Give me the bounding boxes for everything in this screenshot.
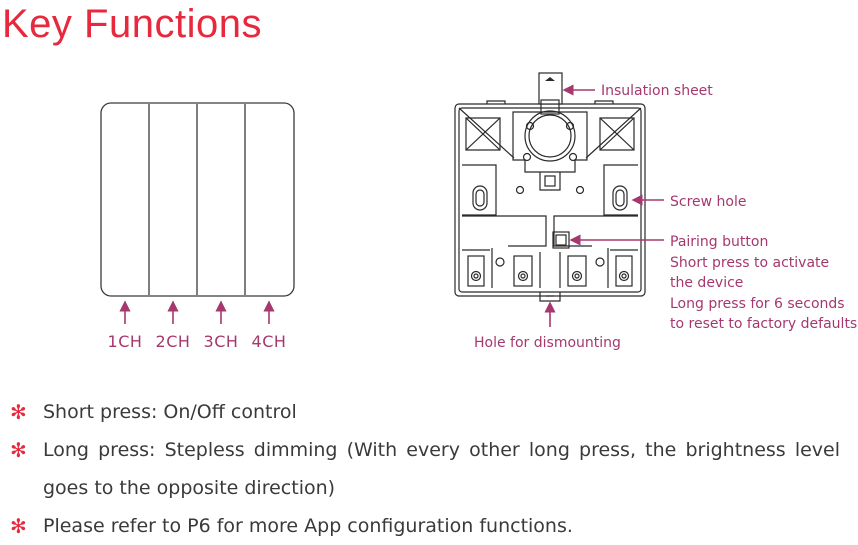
note-short-press: ✻ Short press: On/Off control: [10, 393, 840, 431]
asterisk-icon: ✻: [10, 514, 27, 538]
pairing-button-label: Pairing button: [670, 234, 768, 250]
pairing-long-press-label: Long press for 6 seconds: [670, 296, 845, 312]
pairing-long-press-label-2: to reset to factory defaults: [670, 316, 857, 332]
asterisk-icon: ✻: [10, 438, 27, 462]
channel-arrows: [119, 300, 275, 324]
screw-hole-label: Screw hole: [670, 194, 747, 210]
channel-label-1: 1CH: [108, 332, 143, 351]
channel-label-2: 2CH: [156, 332, 191, 351]
note-long-press: ✻ Long press: Stepless dimming (With eve…: [10, 431, 840, 507]
channel-label-3: 3CH: [204, 332, 239, 351]
note-app-config: ✻ Please refer to P6 for more App config…: [10, 507, 840, 545]
switch-front-panel: [100, 102, 295, 297]
function-notes: ✻ Short press: On/Off control ✻ Long pre…: [10, 393, 840, 545]
channel-label-4: 4CH: [252, 332, 287, 351]
note-text: Long press: Stepless dimming (With every…: [43, 439, 840, 499]
dismount-hole-label: Hole for dismounting: [474, 335, 621, 351]
pairing-short-press-label: Short press to activate: [670, 255, 829, 271]
note-text: Short press: On/Off control: [43, 401, 297, 423]
page-title: Key Functions: [2, 2, 262, 46]
asterisk-icon: ✻: [10, 400, 27, 424]
switch-back-module: [454, 72, 646, 302]
insulation-sheet-label: Insulation sheet: [601, 83, 713, 99]
back-annotation-arrows: [544, 84, 664, 327]
pairing-short-press-label-2: the device: [670, 275, 743, 291]
note-text: Please refer to P6 for more App configur…: [43, 515, 573, 537]
